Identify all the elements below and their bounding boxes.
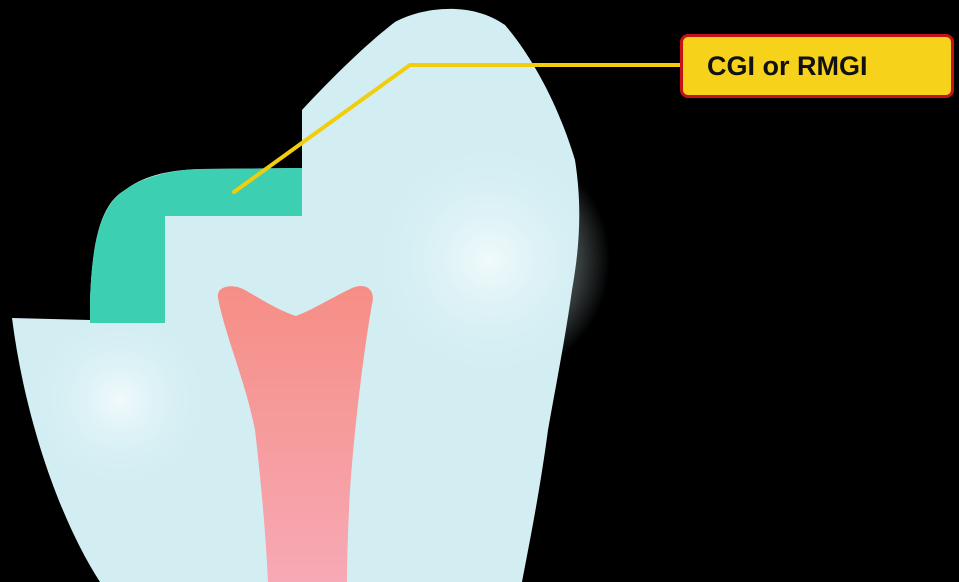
callout-label-box: CGI or RMGI bbox=[680, 34, 954, 98]
enamel-highlight-upper bbox=[370, 140, 610, 380]
enamel-highlight-lower bbox=[30, 320, 210, 480]
callout-label-text: CGI or RMGI bbox=[707, 51, 868, 82]
